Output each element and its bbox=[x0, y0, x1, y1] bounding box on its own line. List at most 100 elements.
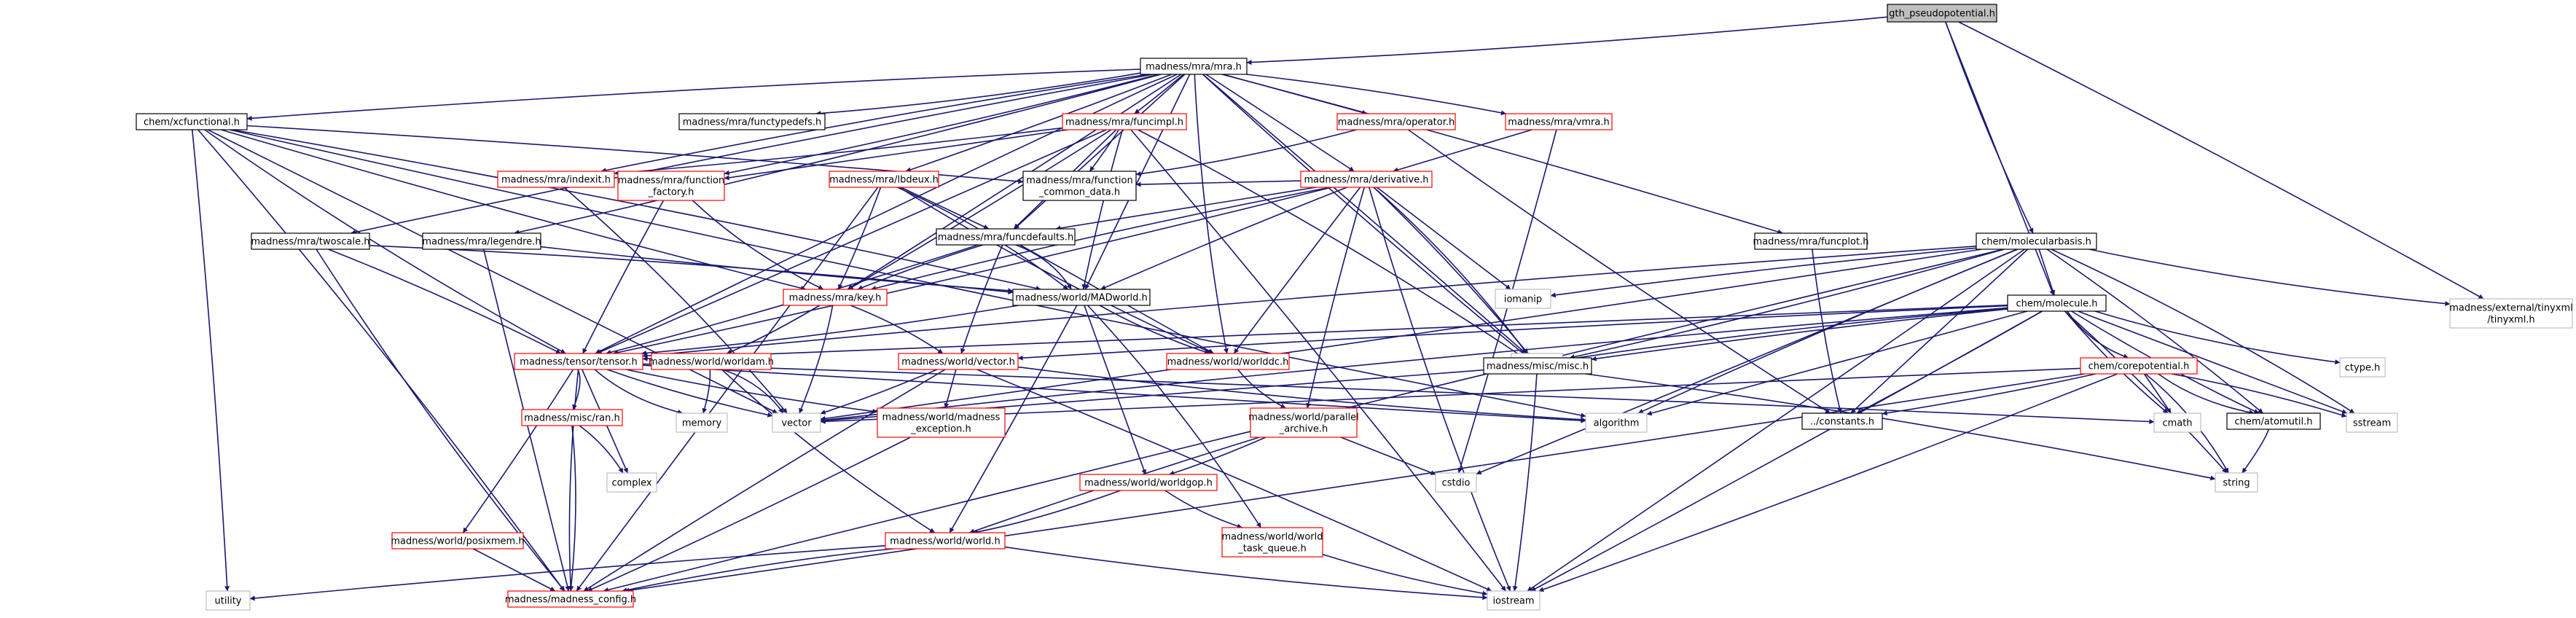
node-box-tensor[interactable] bbox=[514, 353, 643, 370]
node-xcfunctional[interactable]: chem/xcfunctional.h bbox=[136, 113, 248, 130]
node-box-worlddc[interactable] bbox=[1166, 353, 1290, 370]
node-worldgop[interactable]: madness/world/worldgop.h bbox=[1079, 474, 1218, 491]
node-box-molecule[interactable] bbox=[2007, 294, 2107, 312]
node-utility[interactable]: utility bbox=[205, 590, 251, 611]
node-box-cmath[interactable] bbox=[2153, 412, 2201, 433]
node-worlddc[interactable]: madness/world/worlddc.h bbox=[1166, 353, 1290, 370]
node-function_common_data[interactable]: madness/mra/function_common_data.h bbox=[1022, 171, 1137, 201]
node-box-molecularbasis[interactable] bbox=[1976, 232, 2097, 250]
node-lbdeux[interactable]: madness/mra/lbdeux.h bbox=[829, 171, 939, 188]
node-parallel_archive[interactable]: madness/world/parallel_archive.h bbox=[1248, 407, 1359, 438]
node-madness_exception[interactable]: madness/world/madness_exception.h bbox=[877, 407, 1006, 438]
node-world_task_queue[interactable]: madness/world/world_task_queue.h bbox=[1221, 527, 1323, 558]
node-box-sstream[interactable] bbox=[2346, 412, 2398, 433]
node-box-vmra[interactable] bbox=[1505, 113, 1613, 130]
node-funcdefaults[interactable]: madness/mra/funcdefaults.h bbox=[936, 228, 1076, 246]
node-box-lbdeux[interactable] bbox=[829, 171, 939, 188]
node-string[interactable]: string bbox=[2215, 472, 2258, 493]
node-box-algorithm[interactable] bbox=[1585, 412, 1648, 433]
node-box-iomanip[interactable] bbox=[1495, 289, 1551, 309]
node-box-utility[interactable] bbox=[205, 590, 251, 611]
node-box-string[interactable] bbox=[2215, 472, 2258, 493]
node-complex[interactable]: complex bbox=[606, 472, 657, 493]
node-box-ran[interactable] bbox=[521, 409, 623, 426]
node-worldam[interactable]: madness/world/worldam.h bbox=[649, 353, 774, 370]
node-box-atomutil[interactable] bbox=[2226, 412, 2321, 430]
node-box-funcplot[interactable] bbox=[1754, 232, 1868, 250]
node-box-funcdefaults[interactable] bbox=[936, 228, 1076, 246]
node-box-worldgop[interactable] bbox=[1079, 474, 1218, 491]
node-sstream[interactable]: sstream bbox=[2346, 412, 2398, 433]
node-box-mra[interactable] bbox=[1140, 58, 1248, 75]
node-box-ctype[interactable] bbox=[2339, 357, 2386, 378]
node-box-function_factory[interactable] bbox=[617, 171, 725, 201]
node-box-vector[interactable] bbox=[772, 412, 821, 433]
node-label-sstream: sstream bbox=[2353, 418, 2391, 429]
node-cmath[interactable]: cmath bbox=[2153, 412, 2201, 433]
node-box-madness_config[interactable] bbox=[507, 590, 634, 608]
node-box-complex[interactable] bbox=[606, 472, 657, 493]
node-madness_config[interactable]: madness/madness_config.h bbox=[505, 590, 636, 608]
node-box-constants[interactable] bbox=[1801, 412, 1883, 430]
node-world[interactable]: madness/world/world.h bbox=[885, 532, 1006, 549]
node-box-corepotential[interactable] bbox=[2080, 357, 2198, 375]
node-tinyxml[interactable]: madness/external/tinyxml/tinyxml.h bbox=[2449, 298, 2573, 329]
node-funcplot[interactable]: madness/mra/funcplot.h bbox=[1753, 232, 1869, 250]
node-box-functypedefs[interactable] bbox=[678, 113, 826, 130]
node-box-memory[interactable] bbox=[676, 412, 728, 433]
node-derivative[interactable]: madness/mra/derivative.h bbox=[1300, 171, 1433, 188]
node-molecule[interactable]: chem/molecule.h bbox=[2007, 294, 2107, 312]
node-indexit[interactable]: madness/mra/indexit.h bbox=[497, 171, 615, 188]
node-box-legendre[interactable] bbox=[422, 232, 541, 250]
node-operator[interactable]: madness/mra/operator.h bbox=[1336, 113, 1456, 130]
node-box-key[interactable] bbox=[783, 289, 888, 306]
node-iostream[interactable]: iostream bbox=[1487, 590, 1540, 611]
node-vector[interactable]: vector bbox=[772, 412, 821, 433]
node-box-cstdio[interactable] bbox=[1435, 472, 1477, 493]
node-atomutil[interactable]: chem/atomutil.h bbox=[2226, 412, 2321, 430]
node-box-world_task_queue[interactable] bbox=[1221, 527, 1323, 558]
node-mra[interactable]: madness/mra/mra.h bbox=[1140, 58, 1248, 75]
node-box-iostream[interactable] bbox=[1487, 590, 1540, 611]
node-box-worldam[interactable] bbox=[651, 353, 772, 370]
node-box-function_common_data[interactable] bbox=[1022, 171, 1137, 201]
edge-derivative-to-worlddc bbox=[1233, 187, 1361, 354]
node-iomanip[interactable]: iomanip bbox=[1495, 289, 1551, 309]
node-vector_h[interactable]: madness/world/vector.h bbox=[898, 353, 1019, 370]
node-box-misc[interactable] bbox=[1483, 357, 1592, 375]
node-twoscale[interactable]: madness/mra/twoscale.h bbox=[251, 232, 370, 250]
node-ctype[interactable]: ctype.h bbox=[2339, 357, 2386, 378]
node-algorithm[interactable]: algorithm bbox=[1585, 412, 1648, 433]
node-box-parallel_archive[interactable] bbox=[1250, 407, 1358, 438]
node-box-vector_h[interactable] bbox=[898, 353, 1019, 370]
node-root[interactable]: gth_pseudopotential.h bbox=[1887, 4, 1997, 23]
node-corepotential[interactable]: chem/corepotential.h bbox=[2080, 357, 2198, 375]
node-box-madworld[interactable] bbox=[1012, 289, 1151, 306]
node-molecularbasis[interactable]: chem/molecularbasis.h bbox=[1976, 232, 2097, 250]
node-box-tinyxml[interactable] bbox=[2449, 298, 2573, 329]
node-vmra[interactable]: madness/mra/vmra.h bbox=[1505, 113, 1613, 130]
node-misc[interactable]: madness/misc/misc.h bbox=[1483, 357, 1592, 375]
node-functypedefs[interactable]: madness/mra/functypedefs.h bbox=[678, 113, 826, 130]
node-key[interactable]: madness/mra/key.h bbox=[783, 289, 888, 306]
node-legendre[interactable]: madness/mra/legendre.h bbox=[422, 232, 541, 250]
node-box-posixmem[interactable] bbox=[391, 532, 524, 549]
node-funcimpl[interactable]: madness/mra/funcimpl.h bbox=[1062, 113, 1187, 130]
node-tensor[interactable]: madness/tensor/tensor.h bbox=[514, 353, 643, 370]
node-cstdio[interactable]: cstdio bbox=[1435, 472, 1477, 493]
node-posixmem[interactable]: madness/world/posixmem.h bbox=[391, 532, 525, 549]
node-box-indexit[interactable] bbox=[497, 171, 615, 188]
node-box-funcimpl[interactable] bbox=[1062, 113, 1187, 130]
node-box-madness_exception[interactable] bbox=[877, 407, 1006, 438]
node-memory[interactable]: memory bbox=[676, 412, 728, 433]
node-ran[interactable]: madness/misc/ran.h bbox=[521, 409, 623, 426]
node-box-operator[interactable] bbox=[1336, 113, 1456, 130]
node-box-world[interactable] bbox=[885, 532, 1006, 549]
node-madworld[interactable]: madness/world/MADworld.h bbox=[1012, 289, 1151, 306]
node-constants[interactable]: ../constants.h bbox=[1801, 412, 1883, 430]
node-box-derivative[interactable] bbox=[1300, 171, 1433, 188]
node-box-root[interactable] bbox=[1887, 4, 1997, 23]
node-box-xcfunctional[interactable] bbox=[136, 113, 248, 130]
node-function_factory[interactable]: madness/mra/function_factory.h bbox=[617, 171, 725, 201]
node-box-twoscale[interactable] bbox=[251, 232, 370, 250]
